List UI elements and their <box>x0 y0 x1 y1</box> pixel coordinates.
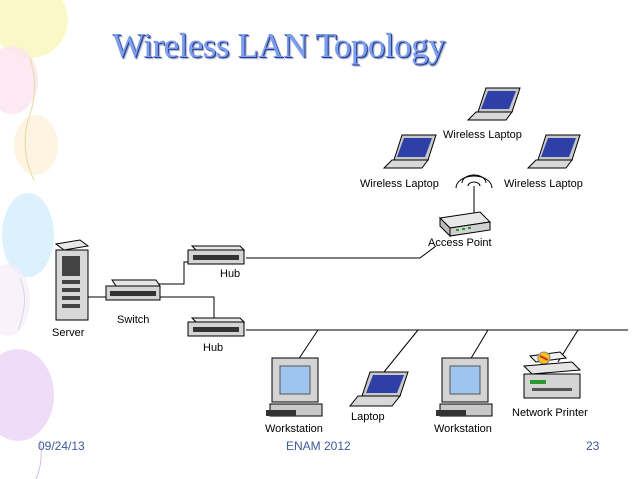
workstation-2-icon <box>436 357 493 417</box>
label-switch: Switch <box>117 314 149 326</box>
laptop-icon <box>348 371 409 407</box>
label-network-printer: Network Printer <box>512 407 588 419</box>
footer-center: ENAM 2012 <box>286 439 351 453</box>
label-wireless-laptop-right: Wireless Laptop <box>504 178 583 190</box>
switch-icon <box>105 279 161 301</box>
label-server: Server <box>52 327 85 339</box>
cables <box>88 245 628 373</box>
access-point-icon <box>438 174 493 238</box>
hub-upper-icon <box>187 245 246 265</box>
cable-hub-access-point <box>246 245 437 259</box>
label-hub-lower: Hub <box>203 342 223 354</box>
cable-laptop <box>383 329 419 373</box>
label-wireless-laptop-top: Wireless Laptop <box>443 129 522 141</box>
slide-title: Wireless LAN Topology <box>112 26 446 65</box>
hub-lower-icon <box>187 317 246 337</box>
label-workstation-1: Workstation <box>265 423 323 435</box>
slide-number: 23 <box>586 439 600 453</box>
network-printer-icon <box>522 351 582 399</box>
wireless-laptop-left-icon <box>382 134 437 169</box>
label-laptop: Laptop <box>351 411 385 423</box>
cable-workstation-2 <box>469 329 489 361</box>
workstation-1-icon <box>266 357 323 417</box>
label-wireless-laptop-left: Wireless Laptop <box>360 178 439 190</box>
wireless-laptop-top-icon <box>466 87 521 121</box>
footer-date: 09/24/13 <box>38 439 85 453</box>
cable-switch-hub-upper <box>152 261 198 285</box>
server-icon <box>54 239 90 321</box>
label-access-point: Access Point <box>428 237 492 249</box>
wireless-laptop-right-icon <box>526 134 581 169</box>
cable-workstation-1 <box>297 329 319 361</box>
label-workstation-2: Workstation <box>434 423 492 435</box>
cable-switch-hub-lower <box>158 296 215 322</box>
label-hub-upper: Hub <box>220 268 240 280</box>
